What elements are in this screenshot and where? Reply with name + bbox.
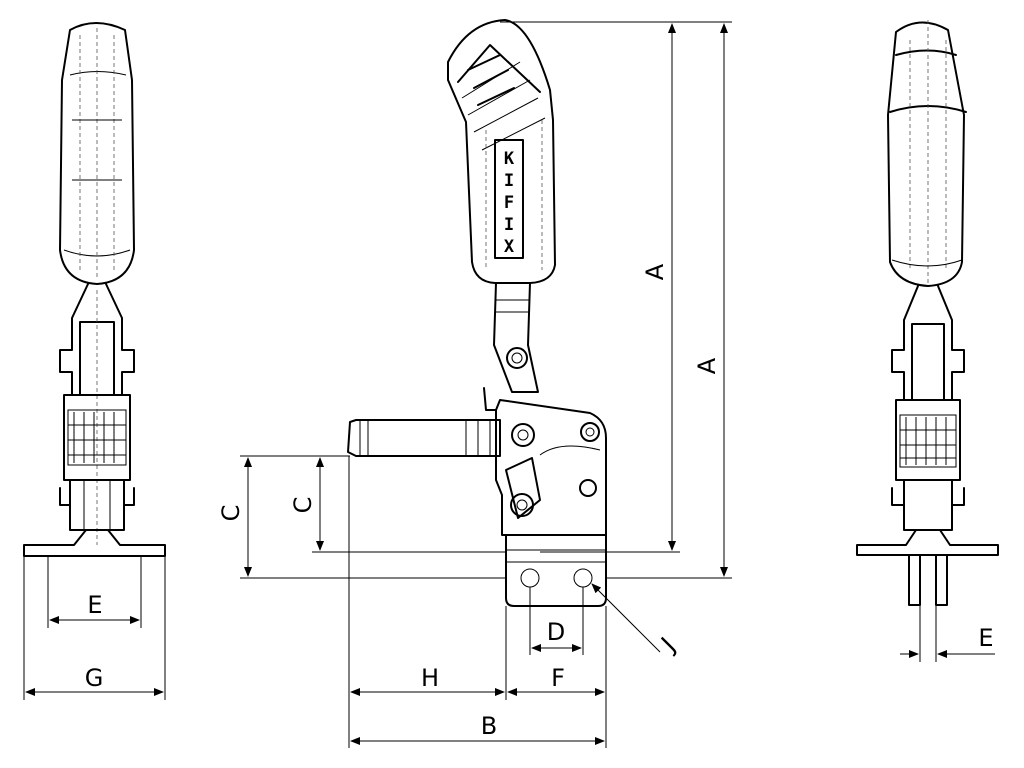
- brand-letters: K I F I X: [504, 149, 515, 257]
- dim-label-c-inner: C: [289, 497, 317, 514]
- pivot-pin: [506, 347, 528, 369]
- brand-letter: I: [504, 171, 514, 191]
- right-side-view: [856, 20, 999, 606]
- dim-label-f: F: [551, 664, 565, 692]
- mounting-hole: [520, 568, 540, 588]
- left-base-plate: [23, 529, 166, 557]
- right-base-plate: [856, 529, 999, 606]
- center-handle-arm: [493, 282, 539, 393]
- center-body: [483, 387, 607, 536]
- dim-label-a-outer: A: [693, 357, 721, 374]
- center-handle: [447, 19, 556, 284]
- dim-label-e-right: E: [978, 624, 993, 652]
- right-body: [891, 399, 965, 531]
- dim-label-g: G: [85, 664, 104, 692]
- dim-label-a-inner: A: [641, 263, 669, 280]
- brand-letter: K: [504, 149, 515, 169]
- right-linkage: [891, 285, 965, 401]
- center-clamp-arm: [347, 419, 501, 457]
- left-body: [59, 394, 135, 531]
- brand-letter: F: [504, 193, 514, 213]
- brand-letter: X: [504, 237, 515, 257]
- pivot-pin: [580, 422, 600, 442]
- dim-label-e-left: E: [87, 591, 102, 619]
- left-linkage: [59, 283, 135, 545]
- left-side-view: [23, 22, 166, 557]
- pivot-pin: [579, 479, 597, 497]
- center-front-view: K I F I X: [347, 19, 607, 607]
- pivot-pin: [511, 423, 535, 447]
- dim-label-d: D: [547, 618, 565, 646]
- mounting-hole: [573, 568, 593, 588]
- left-handle: [59, 22, 135, 285]
- dim-label-c-outer: C: [217, 505, 245, 522]
- right-handle: [887, 20, 967, 287]
- dimension-lines: [23, 21, 995, 748]
- dim-label-h: H: [421, 664, 439, 692]
- pivot-pin: [510, 493, 534, 517]
- brand-letter: I: [504, 215, 514, 235]
- dim-label-b: B: [481, 712, 497, 740]
- center-base-plate: [505, 534, 607, 607]
- dim-label-j: J: [655, 632, 681, 658]
